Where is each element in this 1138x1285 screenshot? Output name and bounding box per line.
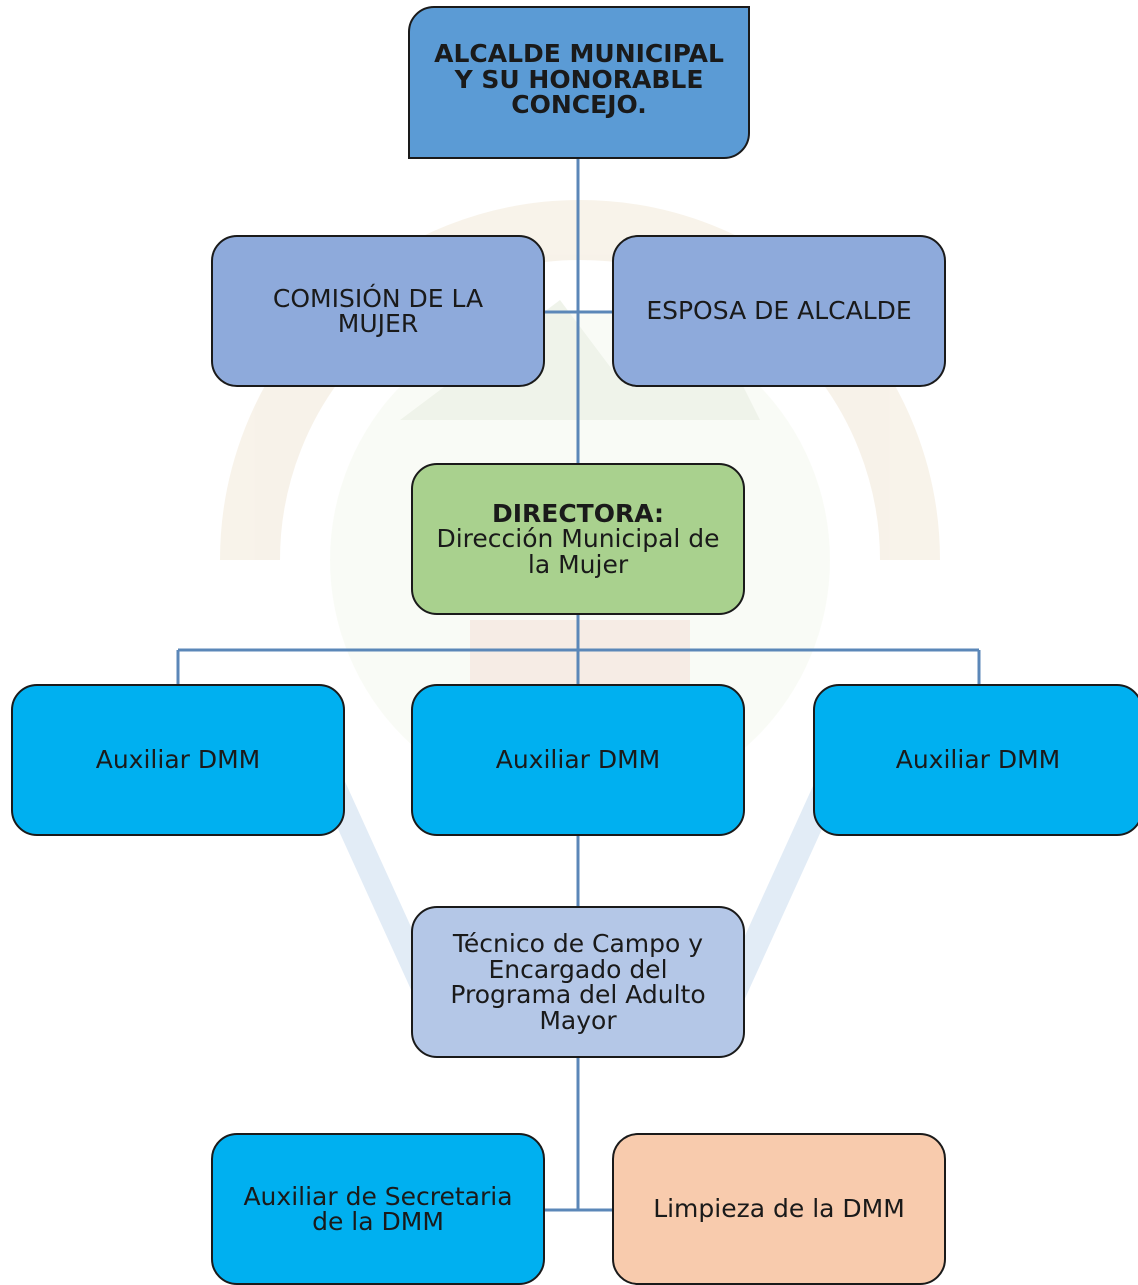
node-secretaria-line-1: Auxiliar de Secretaria (243, 1181, 513, 1211)
node-alcalde-line-2: Y SU HONORABLE (454, 64, 704, 94)
node-auxiliar-label: Auxiliar DMM (95, 745, 261, 775)
node-comision-line-1: COMISIÓN DE LA (272, 283, 484, 313)
node-limpieza-dmm: Limpieza de la DMM (612, 1133, 946, 1285)
node-auxiliar-label: Auxiliar DMM (895, 745, 1061, 775)
node-tecnico-line-1: Técnico de Campo y (452, 929, 704, 958)
node-auxiliar-label: Auxiliar DMM (495, 745, 661, 775)
node-comision-mujer: COMISIÓN DE LA MUJER (211, 235, 545, 387)
node-tecnico-line-4: Mayor (539, 1005, 617, 1035)
node-auxiliar-secretaria: Auxiliar de Secretaria de la DMM (211, 1133, 545, 1285)
node-alcalde-line-3: CONCEJO. (511, 90, 647, 119)
node-alcalde-municipal: ALCALDE MUNICIPAL Y SU HONORABLE CONCEJO… (408, 6, 750, 159)
node-directora-title: DIRECTORA: (491, 498, 665, 528)
node-auxiliar-dmm-center: Auxiliar DMM (411, 684, 745, 836)
node-directora-line-2: la Mujer (527, 549, 629, 579)
node-tecnico-line-3: Programa del Adulto (450, 980, 706, 1009)
node-comision-line-2: MUJER (337, 309, 419, 338)
node-alcalde-line-1: ALCALDE MUNICIPAL (434, 39, 724, 68)
node-tecnico-campo: Técnico de Campo y Encargado del Program… (411, 906, 745, 1058)
node-esposa-alcalde: ESPOSA DE ALCALDE (612, 235, 946, 387)
node-auxiliar-dmm-right: Auxiliar DMM (813, 684, 1138, 836)
node-tecnico-line-2: Encargado del (488, 954, 668, 984)
node-secretaria-line-2: de la DMM (312, 1207, 444, 1236)
node-esposa-line-1: ESPOSA DE ALCALDE (646, 296, 912, 326)
node-directora-line-1: Dirección Municipal de (436, 524, 720, 554)
node-auxiliar-dmm-left: Auxiliar DMM (11, 684, 345, 836)
node-limpieza-line-1: Limpieza de la DMM (653, 1194, 905, 1224)
node-directora: DIRECTORA: Dirección Municipal de la Muj… (411, 463, 745, 615)
